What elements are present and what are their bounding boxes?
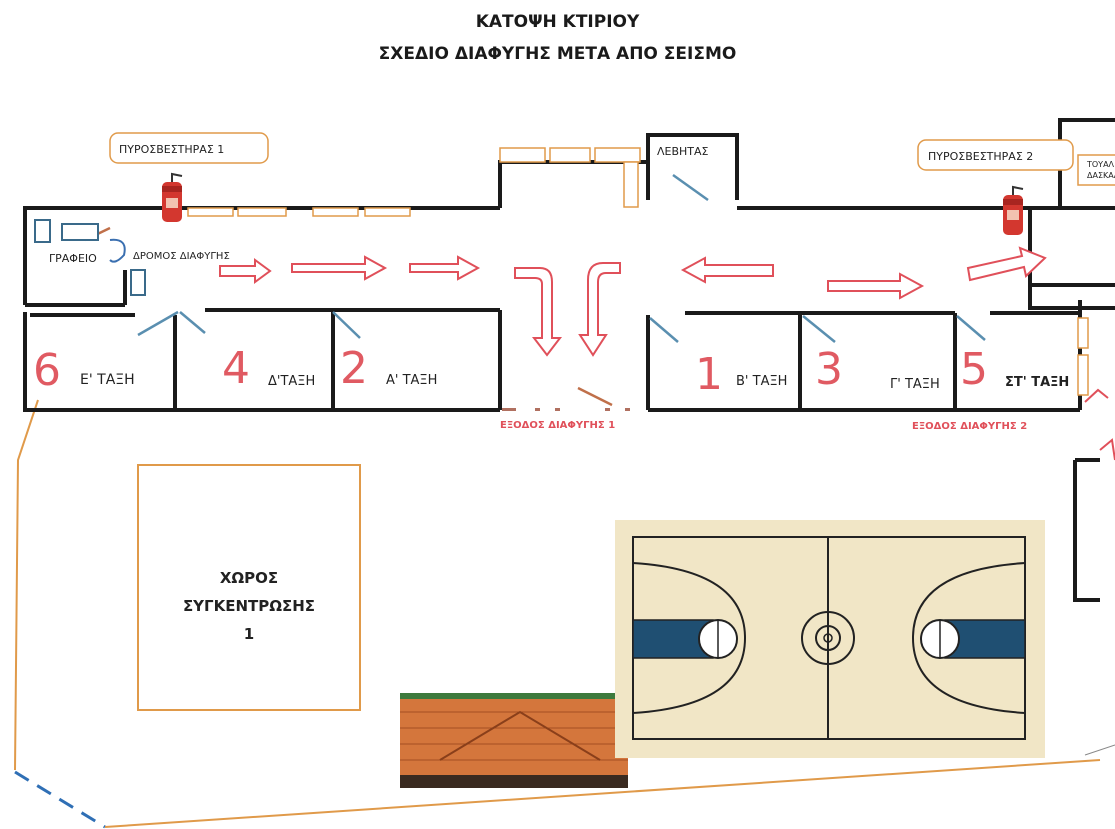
building-walls (23, 118, 1115, 602)
classroom-name: Β' ΤΑΞΗ (736, 374, 787, 389)
assembly-label-line2: ΣΥΓΚΕΝΤΡΩΣΗΣ (183, 597, 315, 615)
classroom: 5 ΣΤ' ΤΑΞΗ (960, 344, 1069, 395)
classroom: 6 Ε' ΤΑΞΗ (33, 345, 135, 396)
escape-route-label: ΔΡΟΜΟΣ ΔΙΑΦΥΓΗΣ (133, 251, 230, 262)
plan-subtitle: ΣΧΕΔΙΟ ΔΙΑΦΥΓΗΣ ΜΕΤΑ ΑΠΟ ΣΕΙΣΜΟ (378, 44, 737, 64)
teachers-wc-label-line1: ΤΟΥΑΛ (1086, 160, 1115, 169)
classroom: 1 Β' ΤΑΞΗ (695, 349, 787, 400)
exit-1-label: ΕΞΟΔΟΣ ΔΙΑΦΥΓΗΣ 1 (500, 420, 615, 431)
plan-title: ΚΑΤΟΨΗ ΚΤΙΡΙΟΥ (475, 12, 640, 32)
classroom: 3 Γ' ΤΑΞΗ (815, 344, 940, 395)
windows (187, 147, 1089, 396)
basketball-court (615, 520, 1045, 758)
classroom-number: 3 (815, 344, 843, 395)
classroom-name: Γ' ΤΑΞΗ (890, 377, 940, 392)
teachers-wc-label-box (1077, 154, 1115, 186)
boiler-label: ΛΕΒΗΤΑΣ (657, 145, 709, 158)
classroom: 2 Α' ΤΑΞΗ (340, 343, 437, 394)
classroom-name: Δ'ΤΑΞΗ (268, 374, 315, 389)
classroom-number: 2 (340, 343, 368, 394)
classroom-number: 4 (222, 343, 250, 394)
classroom-name: Α' ΤΑΞΗ (386, 373, 437, 388)
extinguisher-1-label: ΠΥΡΟΣΒΕΣΤΗΡΑΣ 1 (119, 143, 224, 156)
roof-image (400, 693, 628, 788)
exit-2-label: ΕΞΟΔΟΣ ΔΙΑΦΥΓΗΣ 2 (912, 421, 1027, 432)
fire-extinguisher-icon (1003, 185, 1024, 235)
classroom-name: ΣΤ' ΤΑΞΗ (1005, 375, 1069, 390)
office-furniture (34, 219, 146, 296)
extinguisher-1-label-box (109, 132, 269, 164)
classroom-number: 1 (695, 349, 723, 400)
fire-extinguisher-icon (162, 172, 183, 222)
classroom-number: 5 (960, 344, 988, 395)
classroom-name: Ε' ΤΑΞΗ (80, 372, 135, 388)
classroom: 4 Δ'ΤΑΞΗ (222, 343, 315, 394)
office-label: ΓΡΑΦΕΙΟ (49, 252, 97, 265)
doors (84, 173, 986, 407)
site-boundary (14, 399, 1115, 829)
extinguisher-2-label-box (917, 139, 1074, 171)
assembly-area (137, 464, 361, 711)
assembly-label-line3: 1 (244, 625, 254, 643)
assembly-label-line1: ΧΩΡΟΣ (220, 569, 278, 587)
classroom-number: 6 (33, 345, 61, 396)
extinguisher-2-label: ΠΥΡΟΣΒΕΣΤΗΡΑΣ 2 (928, 150, 1033, 163)
exit-gap-markers (502, 408, 630, 411)
escape-arrows (219, 246, 1115, 461)
